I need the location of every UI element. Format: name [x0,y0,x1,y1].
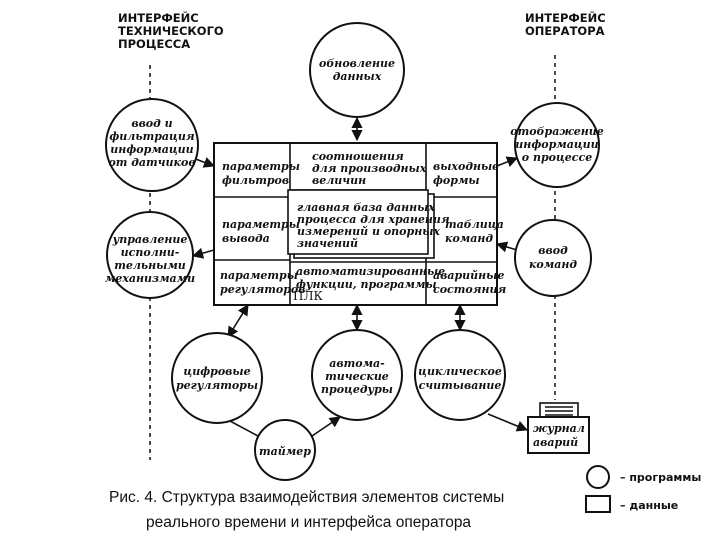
alarm-states-label: аварийные состояния [433,269,508,296]
operator-interface-header: ИНТЕРФЕЙС ОПЕРАТОРА [525,10,610,38]
legend-data-symbol [585,495,611,513]
cmd-table-label: таблица команд [445,218,508,245]
filter-params-label: параметры фильтров [222,160,304,187]
output-params-label: параметры вывода [222,218,304,245]
main-db [287,189,429,255]
arrow-output-control [191,247,215,259]
arrow-display [496,156,519,167]
figure-caption: Рис. 4. Структура взаимодействия элемент… [109,489,509,531]
plc-label: ПЛК [293,289,323,303]
plc-functions-label: автоматизированные функции, программы [296,265,449,291]
arrow-cmd-input [495,241,518,253]
ratios-label: соотношения для производных величин [312,150,430,187]
central-data-block: параметры фильтров соотношения для произ… [213,142,508,306]
legend: – программы – данные [585,465,701,513]
legend-program-symbol [586,465,610,489]
tech-interface-header: ИНТЕРФЕЙС ТЕХНИЧЕСКОГО ПРОЦЕССА [118,10,228,51]
legend-programs-label: – программы [620,471,701,484]
reg-params-label: параметры регуляторов [220,269,306,296]
arrow-timer-auto [311,416,341,437]
arrow-cyclic-log [487,413,529,432]
main-db-label: главная база данных процесса для хранени… [297,201,454,250]
output-forms-label: выходные формы [433,160,503,187]
legend-data-label: – данные [620,499,678,512]
arrow-reg-params [227,304,249,338]
svg-text:таймер: таймер [259,445,311,458]
program-timer: таймер [254,419,316,481]
